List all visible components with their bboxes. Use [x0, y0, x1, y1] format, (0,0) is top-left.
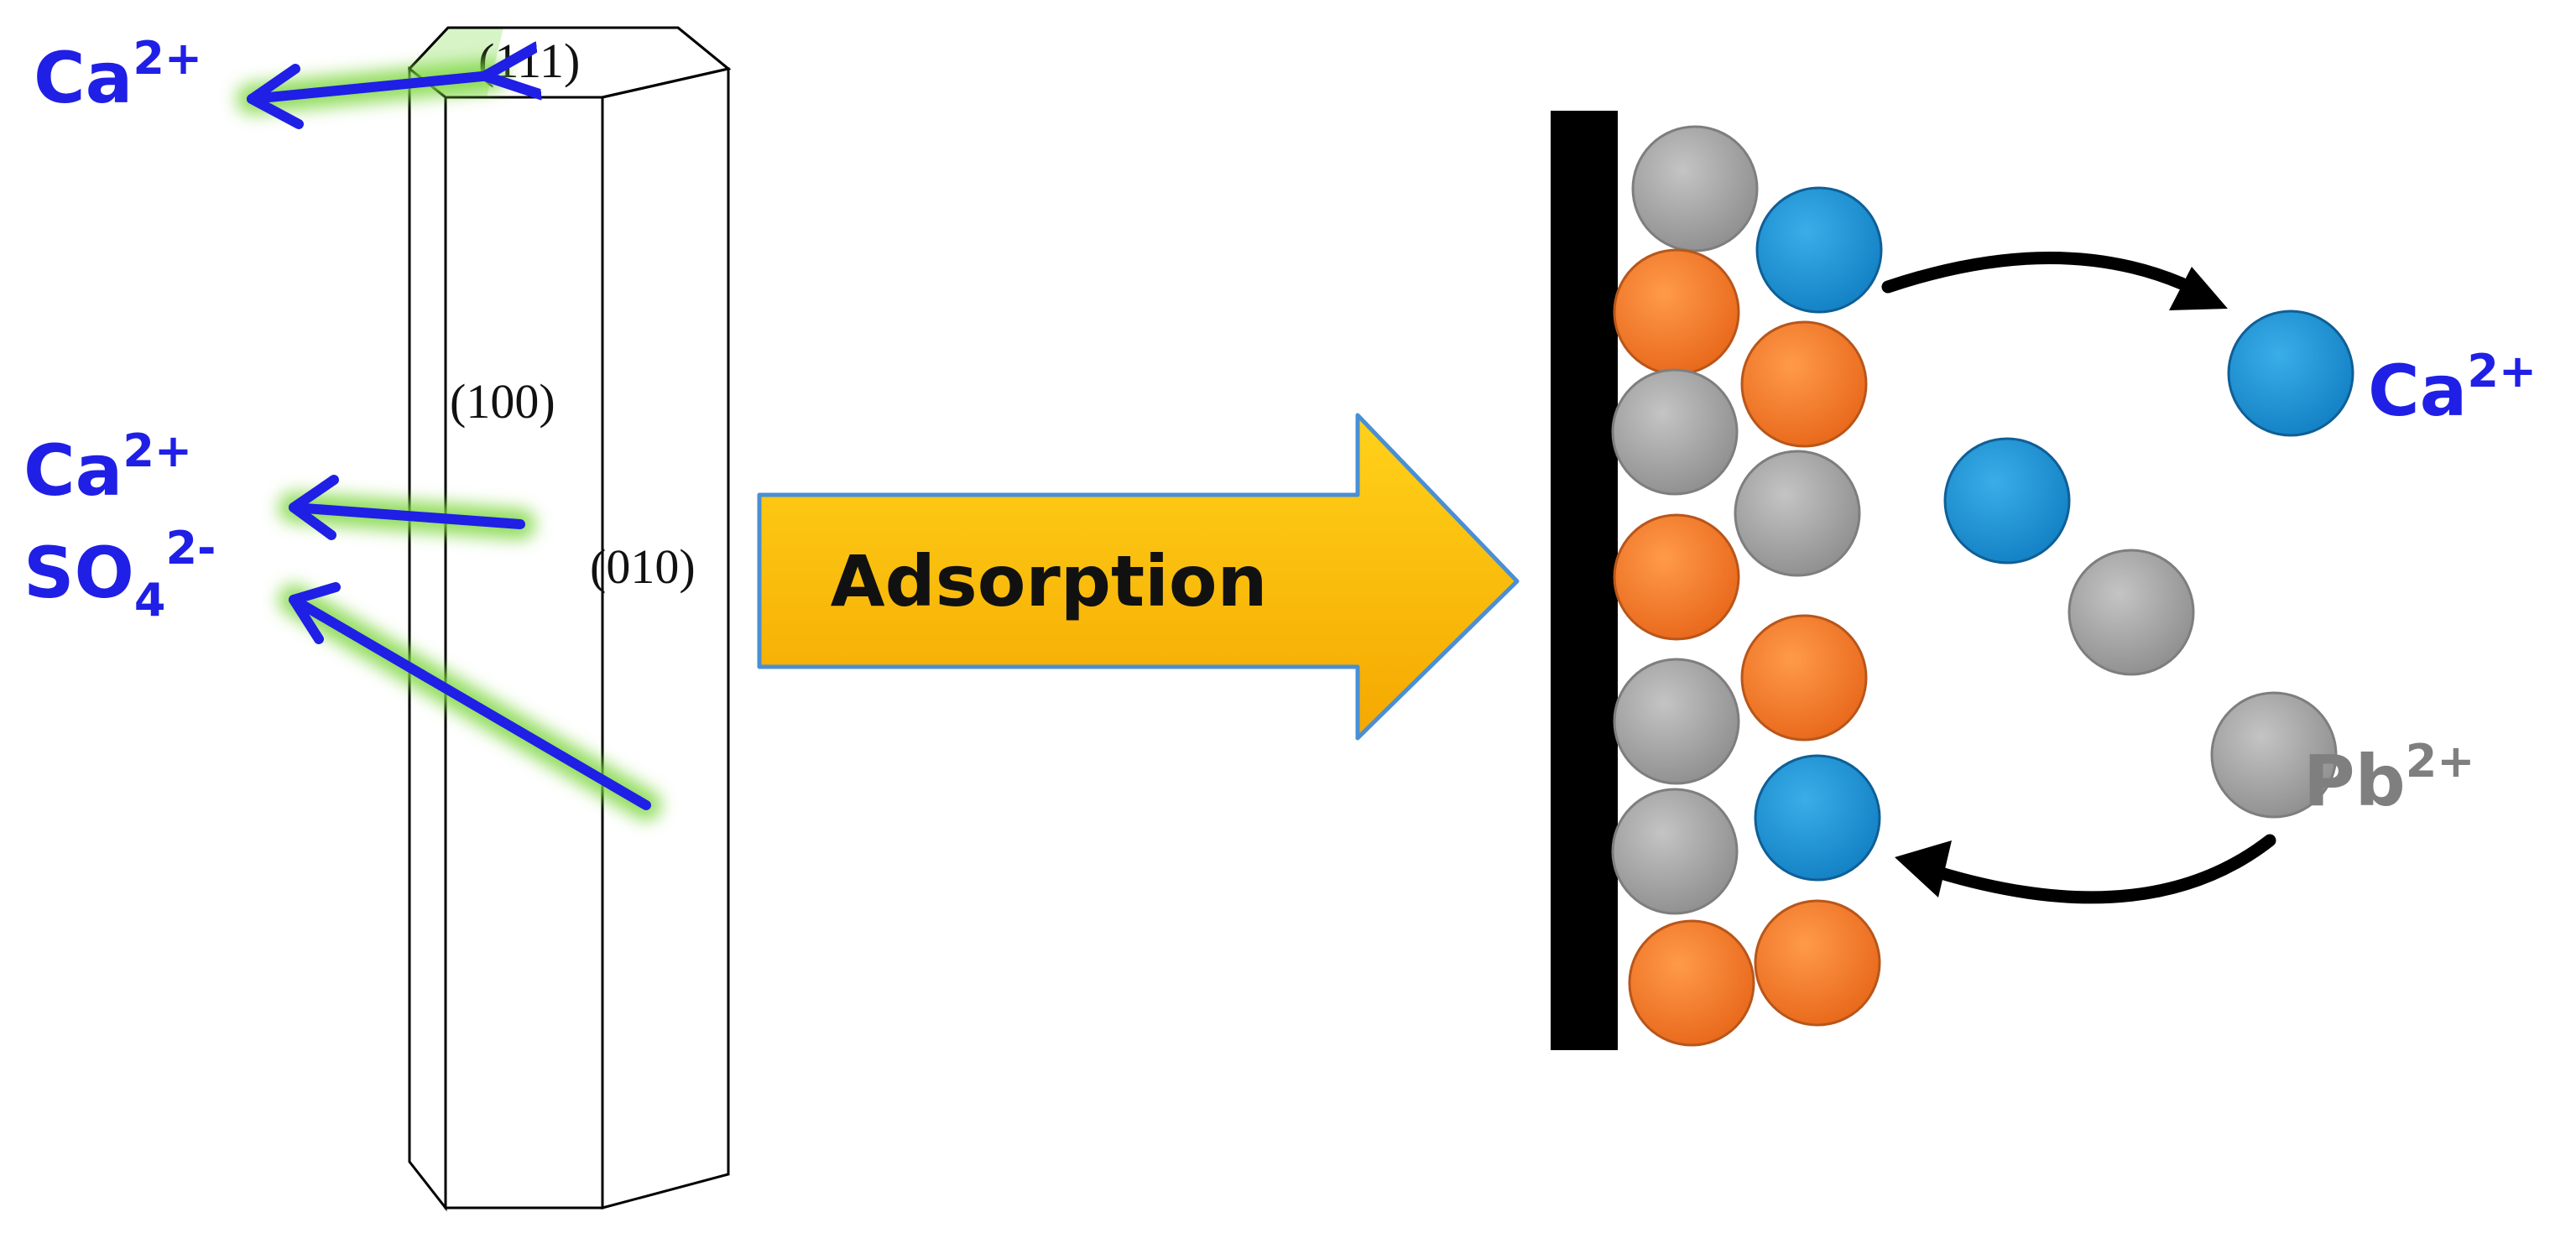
- crystal-right-face: [601, 67, 730, 1210]
- face-label-100: (100): [450, 374, 555, 429]
- so4-release-arrow: [289, 595, 651, 810]
- solution-ball-ca: [1943, 437, 2071, 564]
- adsorption-label: Adsorption: [831, 540, 1268, 622]
- ca-top-arrow-head: [247, 64, 304, 129]
- pb-uptake-curved-arrow: [1932, 834, 2276, 904]
- adsorption-arrow: Adsorption: [757, 413, 1520, 741]
- face-label-010: (010): [590, 539, 696, 594]
- solution-ions: [1943, 310, 2354, 819]
- surface-ion-layer: [1611, 125, 1883, 1047]
- solution-ball-pb: [2210, 691, 2338, 819]
- surface-ball-sulfate: [1740, 614, 1868, 741]
- ca-top-release-arrow: [247, 75, 491, 104]
- crystal-front-face: [444, 96, 604, 1210]
- surface-ball-pb: [1734, 450, 1861, 577]
- surface-ball-sulfate: [1754, 899, 1881, 1027]
- adsorption-arrow-shape: [757, 413, 1520, 741]
- surface-ball-sulfate: [1613, 513, 1740, 641]
- surface-ball-sulfate: [1628, 919, 1755, 1047]
- ion-label-pb-right: Pb2+: [2303, 735, 2475, 822]
- surface-ball-pb: [1613, 658, 1740, 785]
- solution-ball-pb: [2068, 549, 2195, 676]
- ca-release-curved-arrow: [1881, 252, 2188, 294]
- surface-ball-sulfate: [1740, 320, 1868, 448]
- ion-label-ca-top: Ca2+: [34, 32, 202, 119]
- ca-mid-release-arrow: [289, 502, 525, 529]
- pb-uptake-arrow-head: [1895, 840, 1952, 897]
- surface-ball-ca: [1754, 754, 1881, 882]
- gypsum-crystal: (111) (100) (010): [407, 26, 732, 1212]
- surface-ball-ca: [1755, 186, 1883, 314]
- ion-label-ca-mid: Ca2+: [23, 424, 192, 512]
- adsorbent-surface: [1551, 111, 1618, 1050]
- surface-ball-sulfate: [1613, 248, 1740, 376]
- surface-ball-pb: [1611, 368, 1739, 496]
- ca-release-arrow-head: [2169, 267, 2228, 310]
- crystal-left-face: [408, 65, 447, 1212]
- so4-arrow-head: [289, 582, 341, 644]
- ca-mid-arrow-head: [289, 475, 339, 540]
- dissolution-arrows: [237, 64, 661, 820]
- ion-label-so4: SO42-: [23, 522, 216, 627]
- surface-ball-pb: [1611, 788, 1739, 915]
- ion-label-ca-right: Ca2+: [2368, 345, 2537, 432]
- solution-ball-ca: [2227, 310, 2354, 437]
- surface-ball-pb: [1631, 125, 1759, 252]
